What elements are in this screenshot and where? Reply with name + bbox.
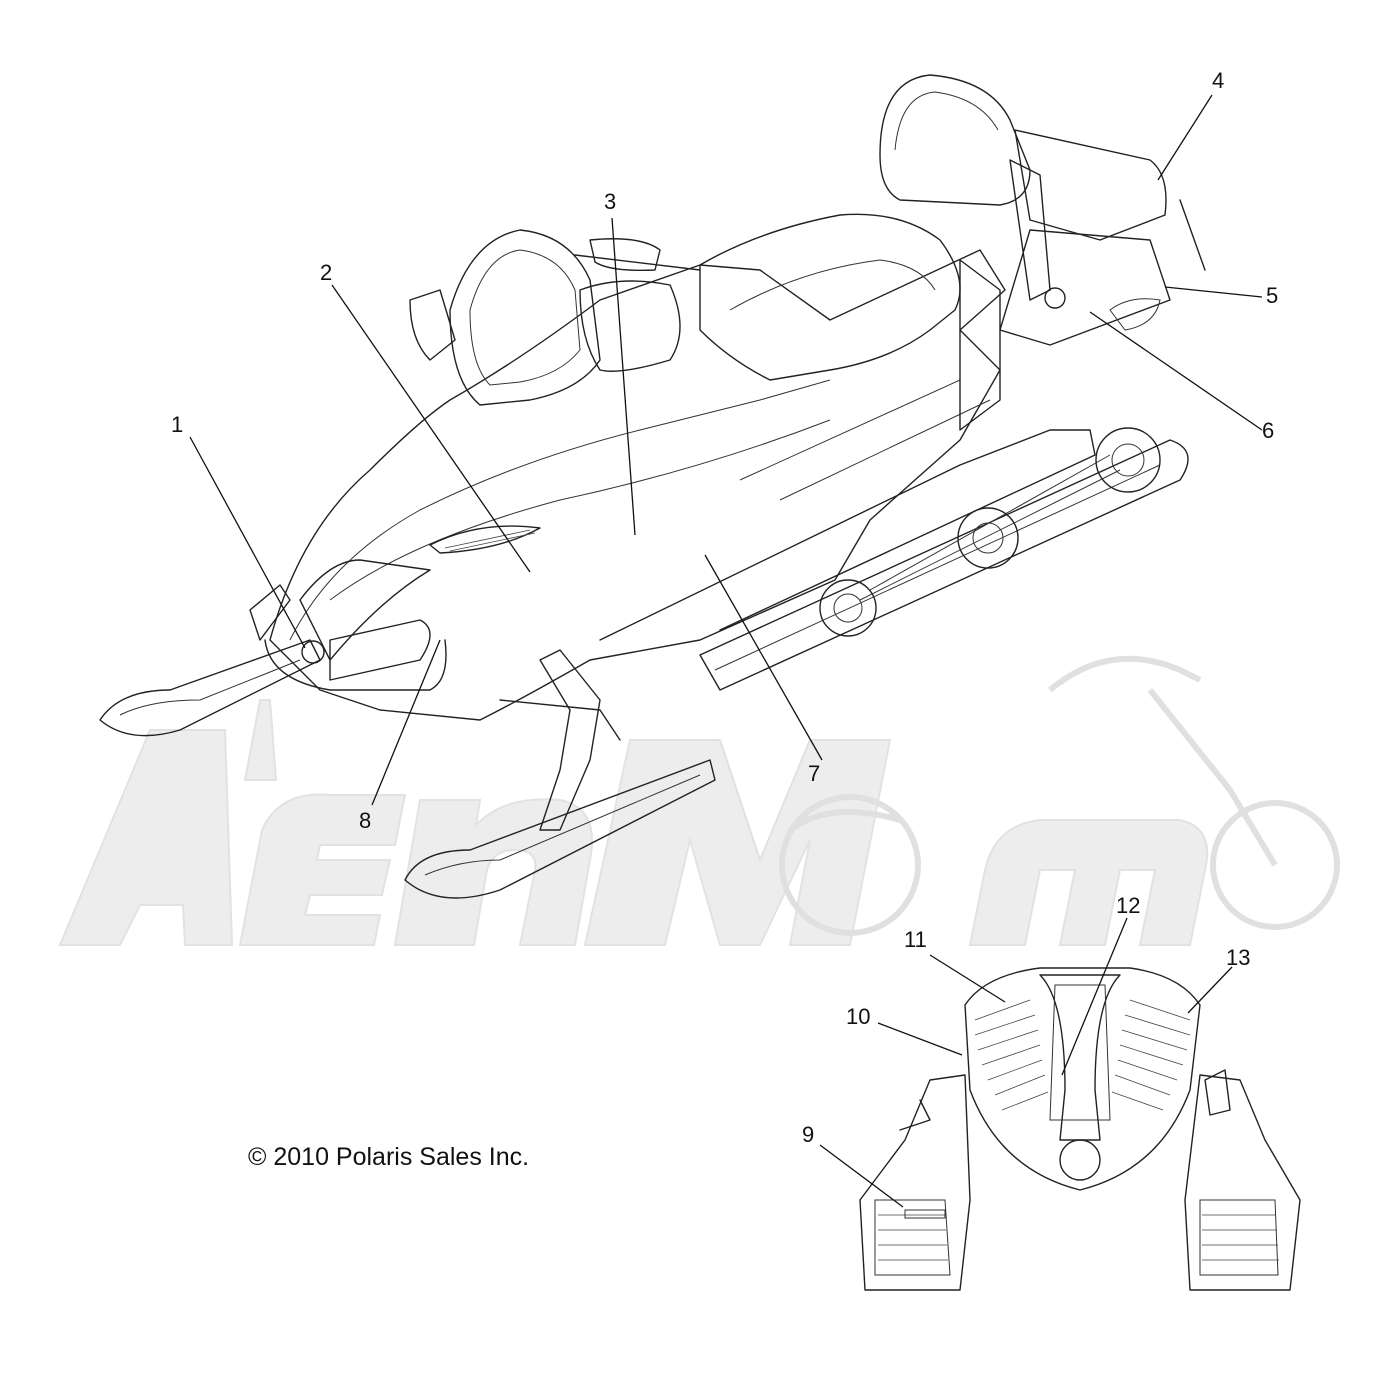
watermark-logo <box>58 655 1340 946</box>
callout-4: 4 <box>1212 68 1225 93</box>
leader-lines <box>189 94 1263 1208</box>
callout-12: 12 <box>1116 893 1141 918</box>
callout-11: 11 <box>904 927 927 952</box>
snowmobile-drawing <box>99 74 1206 899</box>
callout-3: 3 <box>604 189 617 214</box>
callout-2: 2 <box>320 260 333 285</box>
copyright-notice: © 2010 Polaris Sales Inc. <box>248 1143 530 1171</box>
callout-13: 13 <box>1226 945 1251 970</box>
callout-7: 7 <box>808 761 821 786</box>
callout-5: 5 <box>1266 283 1279 308</box>
callout-1: 1 <box>171 412 184 437</box>
callout-9: 9 <box>802 1122 815 1147</box>
front-view-drawing <box>859 967 1301 1291</box>
callout-10: 10 <box>846 1004 871 1029</box>
callout-8: 8 <box>359 808 372 833</box>
callout-6: 6 <box>1262 418 1275 443</box>
